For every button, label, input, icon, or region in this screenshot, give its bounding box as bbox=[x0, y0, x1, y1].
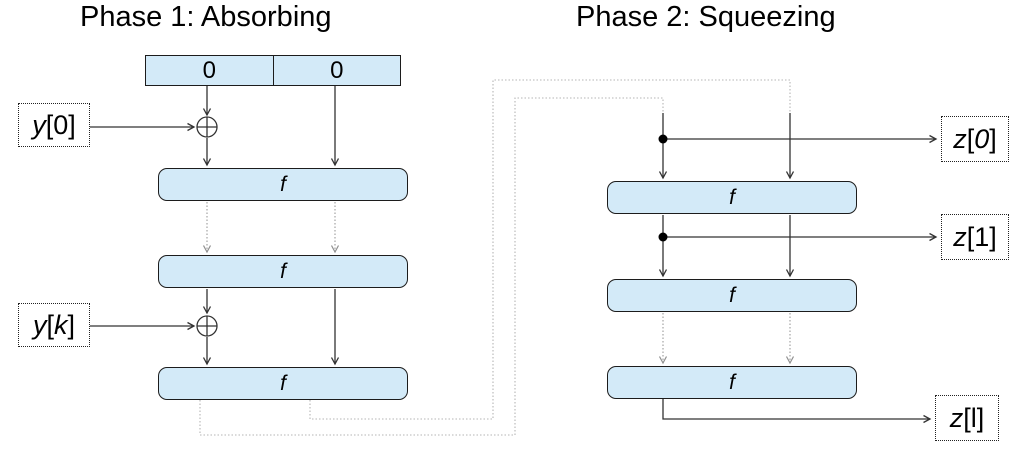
zl-bracket-close: ] bbox=[976, 402, 985, 433]
z1-index: 1 bbox=[974, 221, 990, 252]
z0-index: 0 bbox=[974, 123, 990, 154]
phase1-title: Phase 1: Absorbing bbox=[80, 1, 332, 33]
y0-bracket-close: ] bbox=[68, 109, 76, 140]
state-cell-capacity: 0 bbox=[330, 56, 344, 84]
zl-var: z bbox=[949, 402, 964, 433]
output-label-z1: z[1] bbox=[941, 214, 1009, 260]
z0-bracket-open: [ bbox=[966, 123, 975, 154]
input-label-y0: y[0] bbox=[18, 103, 90, 147]
output-label-zl: z[l] bbox=[935, 395, 999, 441]
output-label-z0: z[0] bbox=[941, 116, 1009, 162]
z0-bracket-close: ] bbox=[989, 123, 997, 154]
squeeze-round-function-1: f bbox=[607, 181, 857, 214]
feedback-wire-rate bbox=[199, 97, 664, 436]
y0-bracket-open: [ bbox=[45, 109, 54, 140]
zl-bracket-open: [ bbox=[963, 402, 971, 433]
absorb-round-function-1: f bbox=[158, 168, 408, 201]
yk-var: y bbox=[32, 309, 47, 340]
initial-state-register: 0 0 bbox=[145, 55, 401, 86]
z0-var: z bbox=[953, 123, 967, 154]
z1-var: z bbox=[953, 221, 967, 252]
branch-dot-icon-z1 bbox=[658, 232, 668, 242]
branch-dot-icon-z0 bbox=[658, 134, 668, 144]
absorb-round-function-3: f bbox=[158, 367, 408, 400]
input-label-yk: y[k] bbox=[18, 303, 90, 347]
phase2-title: Phase 2: Squeezing bbox=[576, 1, 836, 33]
state-cell-rate: 0 bbox=[146, 56, 274, 85]
yk-bracket-open: [ bbox=[46, 309, 54, 340]
yk-bracket-close: ] bbox=[67, 309, 76, 340]
z1-bracket-close: ] bbox=[989, 221, 997, 252]
y0-var: y bbox=[32, 109, 46, 140]
wire-g3-to-zl bbox=[662, 399, 932, 424]
squeeze-round-function-2: f bbox=[607, 279, 857, 312]
zl-index: l bbox=[970, 402, 977, 433]
yk-index: k bbox=[54, 309, 68, 340]
xor-icon-1 bbox=[196, 116, 218, 138]
xor-icon-2 bbox=[196, 315, 218, 337]
absorb-round-function-2: f bbox=[158, 255, 408, 288]
feedback-wire-capacity bbox=[309, 79, 791, 420]
z1-bracket-open: [ bbox=[966, 221, 975, 252]
squeeze-round-function-3: f bbox=[607, 366, 857, 399]
y0-index: 0 bbox=[53, 109, 69, 140]
